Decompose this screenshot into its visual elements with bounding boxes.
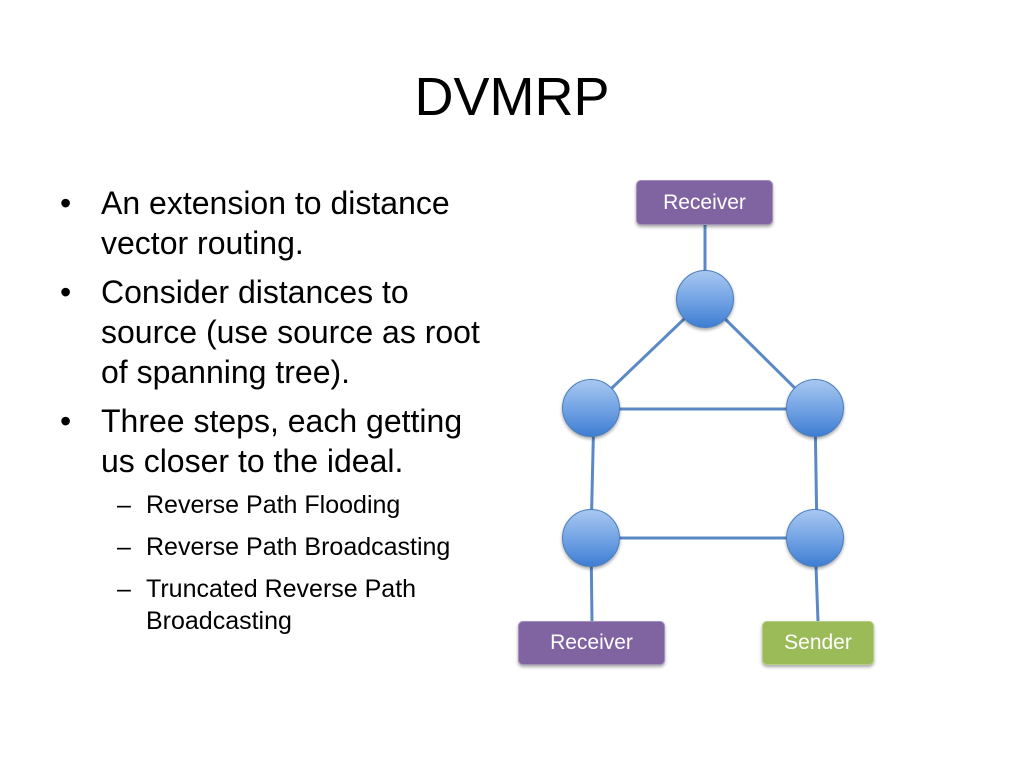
bullet-item: • Consider distances to source (use sour… xyxy=(60,272,493,392)
router-node-middle-right xyxy=(786,379,844,437)
sub-bullet-text: Reverse Path Broadcasting xyxy=(146,533,451,561)
bullet-text: Three steps, each getting us closer to t… xyxy=(101,403,463,479)
bullet-marker: • xyxy=(60,274,72,310)
bullet-item: • Three steps, each getting us closer to… xyxy=(60,401,493,637)
bullet-text: Consider distances to source (use source… xyxy=(101,274,480,390)
receiver-box-bottom: Receiver xyxy=(518,621,665,665)
bullet-list: • An extension to distance vector routin… xyxy=(60,183,493,637)
sender-box: Sender xyxy=(762,621,874,665)
sub-bullet-item: – Reverse Path Broadcasting xyxy=(117,531,493,563)
sub-bullet-marker: – xyxy=(117,533,131,561)
router-node-middle-left xyxy=(562,379,620,437)
receiver-label: Receiver xyxy=(663,190,746,214)
sub-bullet-marker: – xyxy=(117,491,131,519)
router-node-lower-right xyxy=(786,509,844,567)
bullet-item: • An extension to distance vector routin… xyxy=(60,183,493,263)
router-node-top xyxy=(676,270,734,328)
receiver-label: Receiver xyxy=(550,631,633,654)
bullet-marker: • xyxy=(60,185,72,221)
sub-bullet-marker: – xyxy=(117,575,131,603)
router-node-lower-left xyxy=(562,509,620,567)
bullet-marker: • xyxy=(60,403,72,439)
slide-title: DVMRP xyxy=(414,67,610,127)
bullet-text: An extension to distance vector routing. xyxy=(101,185,450,261)
sub-bullet-list: – Reverse Path Flooding – Reverse Path B… xyxy=(101,489,493,637)
sender-label: Sender xyxy=(784,631,852,654)
sub-bullet-text: Reverse Path Flooding xyxy=(146,491,401,519)
receiver-box-top: Receiver xyxy=(636,180,773,225)
sub-bullet-text: Truncated Reverse Path Broadcasting xyxy=(146,575,417,635)
sub-bullet-item: – Truncated Reverse Path Broadcasting xyxy=(117,573,493,637)
sub-bullet-item: – Reverse Path Flooding xyxy=(117,489,493,521)
